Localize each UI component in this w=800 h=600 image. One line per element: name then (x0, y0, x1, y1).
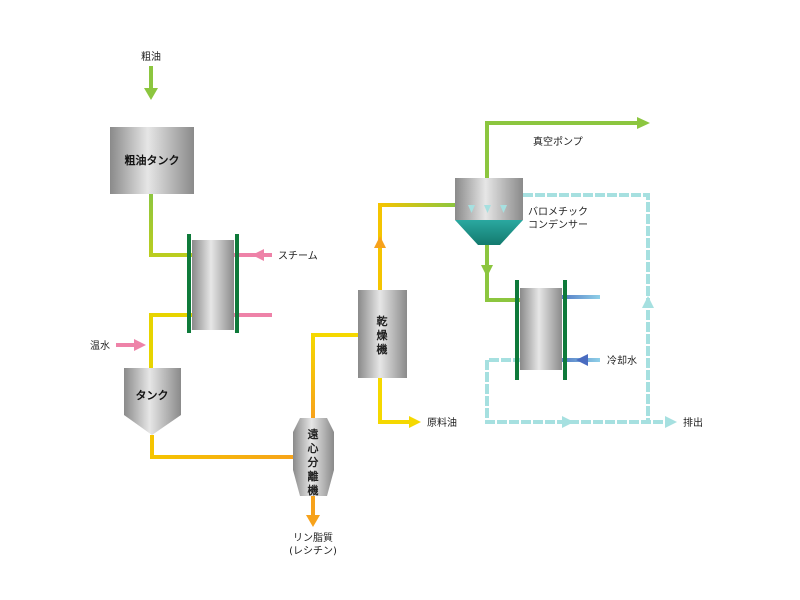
centrifuge-to-dryer-line (311, 333, 358, 418)
crude-oil-label: 粗油 (141, 50, 161, 63)
warm-water-label: 温水 (90, 340, 110, 352)
crude-oil-tank (110, 127, 194, 194)
raw-oil-label: 原料油 (427, 416, 457, 429)
lecithin-outlet-line (306, 495, 320, 527)
discharge-label: 排出 (683, 416, 703, 429)
centrifuge-label-char: 心 (308, 442, 319, 455)
crude-oil-tank-label: 粗油タンク (125, 153, 180, 167)
barometric-condenser (455, 178, 523, 245)
tank-to-centrifuge-line (150, 435, 300, 459)
centrifuge-label-char: 遠 (308, 427, 319, 441)
centrifuge-vessel (293, 418, 334, 496)
discharge-loop-line (485, 193, 677, 428)
tank-label: タンク (136, 389, 169, 402)
raw-oil-outlet-line (378, 378, 421, 428)
steam-label: スチーム (278, 250, 318, 262)
lecithin-label-line1: リン脂質 (293, 531, 333, 544)
dryer-vessel (358, 290, 407, 378)
barometric-condenser-label-line2: コンデンサー (528, 218, 588, 231)
dryer-label-char: 乾 (377, 314, 388, 328)
centrifuge-label: 遠 心 分 離 機 (308, 427, 319, 497)
lecithin-label-line2: (レシチン) (289, 545, 337, 557)
vacuum-pump-line (485, 117, 650, 178)
centrifuge-label-char: 機 (308, 483, 319, 497)
cooler-exchanger (515, 280, 567, 380)
crude-oil-inlet-line (144, 66, 158, 100)
dryer-label-char: 機 (377, 342, 388, 356)
dryer-label: 乾 燥 機 (377, 314, 389, 356)
tank-vessel (124, 368, 181, 435)
heat-exchanger-1 (187, 234, 239, 333)
cooling-water-label: 冷却水 (607, 354, 637, 367)
warm-water-line (116, 339, 146, 351)
dryer-label-char: 燥 (377, 328, 389, 342)
dryer-to-condenser-line (374, 203, 455, 290)
barometric-condenser-label-line1: バロメチック (528, 206, 588, 218)
vacuum-pump-label: 真空ポンプ (533, 135, 583, 148)
centrifuge-label-char: 分 (308, 455, 319, 469)
centrifuge-label-char: 離 (308, 469, 319, 483)
